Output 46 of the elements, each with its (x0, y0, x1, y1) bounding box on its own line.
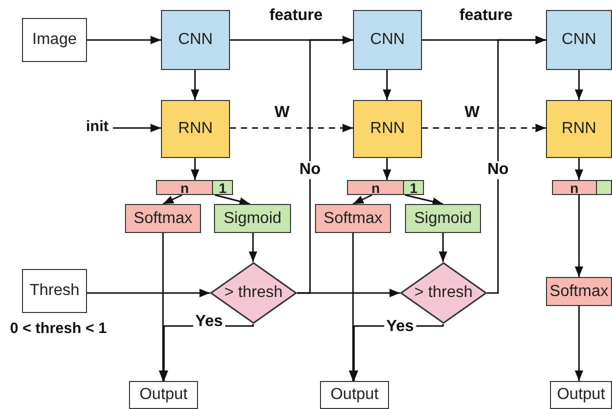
arrow (382, 70, 392, 100)
process-box: Thresh (22, 269, 87, 313)
edge-label: No (297, 161, 323, 179)
arrow (574, 70, 584, 100)
softmax-box: Softmax (125, 204, 201, 233)
arrow (422, 124, 546, 132)
vector-segment: 1 (403, 180, 424, 195)
vector-segment: n (346, 180, 405, 195)
arrow (438, 233, 448, 262)
vector-segment: n (156, 180, 214, 195)
cnn-box: CNN (353, 10, 422, 70)
rnn-box: RNN (546, 100, 612, 158)
arrow (87, 288, 210, 298)
process-box: Output (550, 381, 612, 409)
rnn-box: RNN (161, 100, 230, 158)
arrow (248, 233, 258, 262)
arrow (230, 124, 353, 132)
arrow (87, 36, 161, 44)
arrow (214, 194, 250, 206)
sigmoid-box: Sigmoid (214, 204, 291, 233)
arrow (190, 158, 200, 180)
arrow (297, 36, 353, 294)
arrow (574, 158, 584, 180)
arrow (352, 194, 372, 205)
edge-label: No (485, 161, 511, 179)
arrow (113, 124, 161, 132)
process-box: Image (22, 18, 87, 62)
softmax-box: Softmax (546, 277, 612, 306)
arrow (574, 195, 584, 277)
arrow (190, 70, 200, 100)
rnn-box: RNN (353, 100, 422, 158)
cnn-box: CNN (546, 10, 612, 70)
arrow (162, 194, 182, 205)
process-box: Output (320, 381, 389, 409)
arrow (574, 306, 584, 381)
arrow (487, 36, 546, 294)
range-note: 0 < thresh < 1 (10, 320, 107, 337)
arrow (382, 158, 392, 180)
softmax-box: Softmax (315, 204, 391, 233)
sigmoid-box: Sigmoid (405, 204, 481, 233)
vector-segment: n (552, 180, 597, 195)
input-label: init (86, 118, 108, 135)
process-box: Output (129, 381, 198, 409)
arrow (404, 194, 444, 206)
cnn-box: CNN (161, 10, 230, 70)
vector-segment: 1 (212, 180, 233, 195)
